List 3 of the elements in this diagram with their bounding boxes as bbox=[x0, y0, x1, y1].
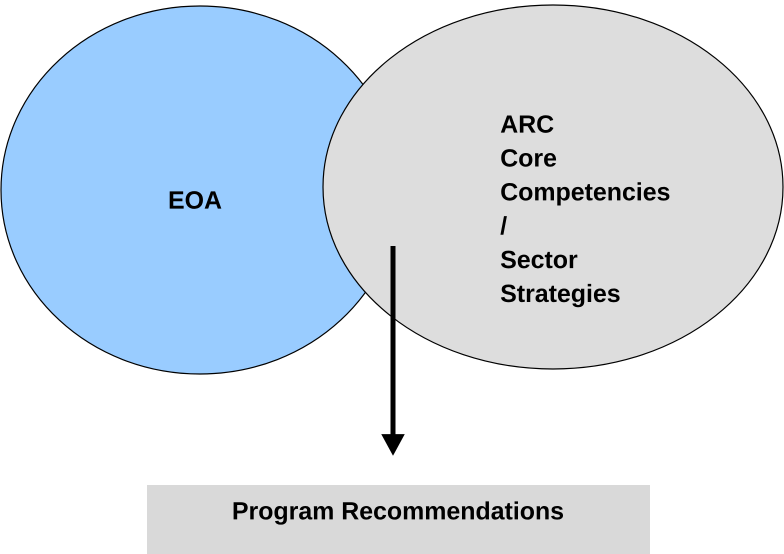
process-box: Program Recommendations bbox=[147, 485, 650, 554]
circle-node: ARC Core Competencies / Sector Strategies bbox=[322, 4, 784, 370]
circle-node: EOA bbox=[0, 5, 400, 375]
